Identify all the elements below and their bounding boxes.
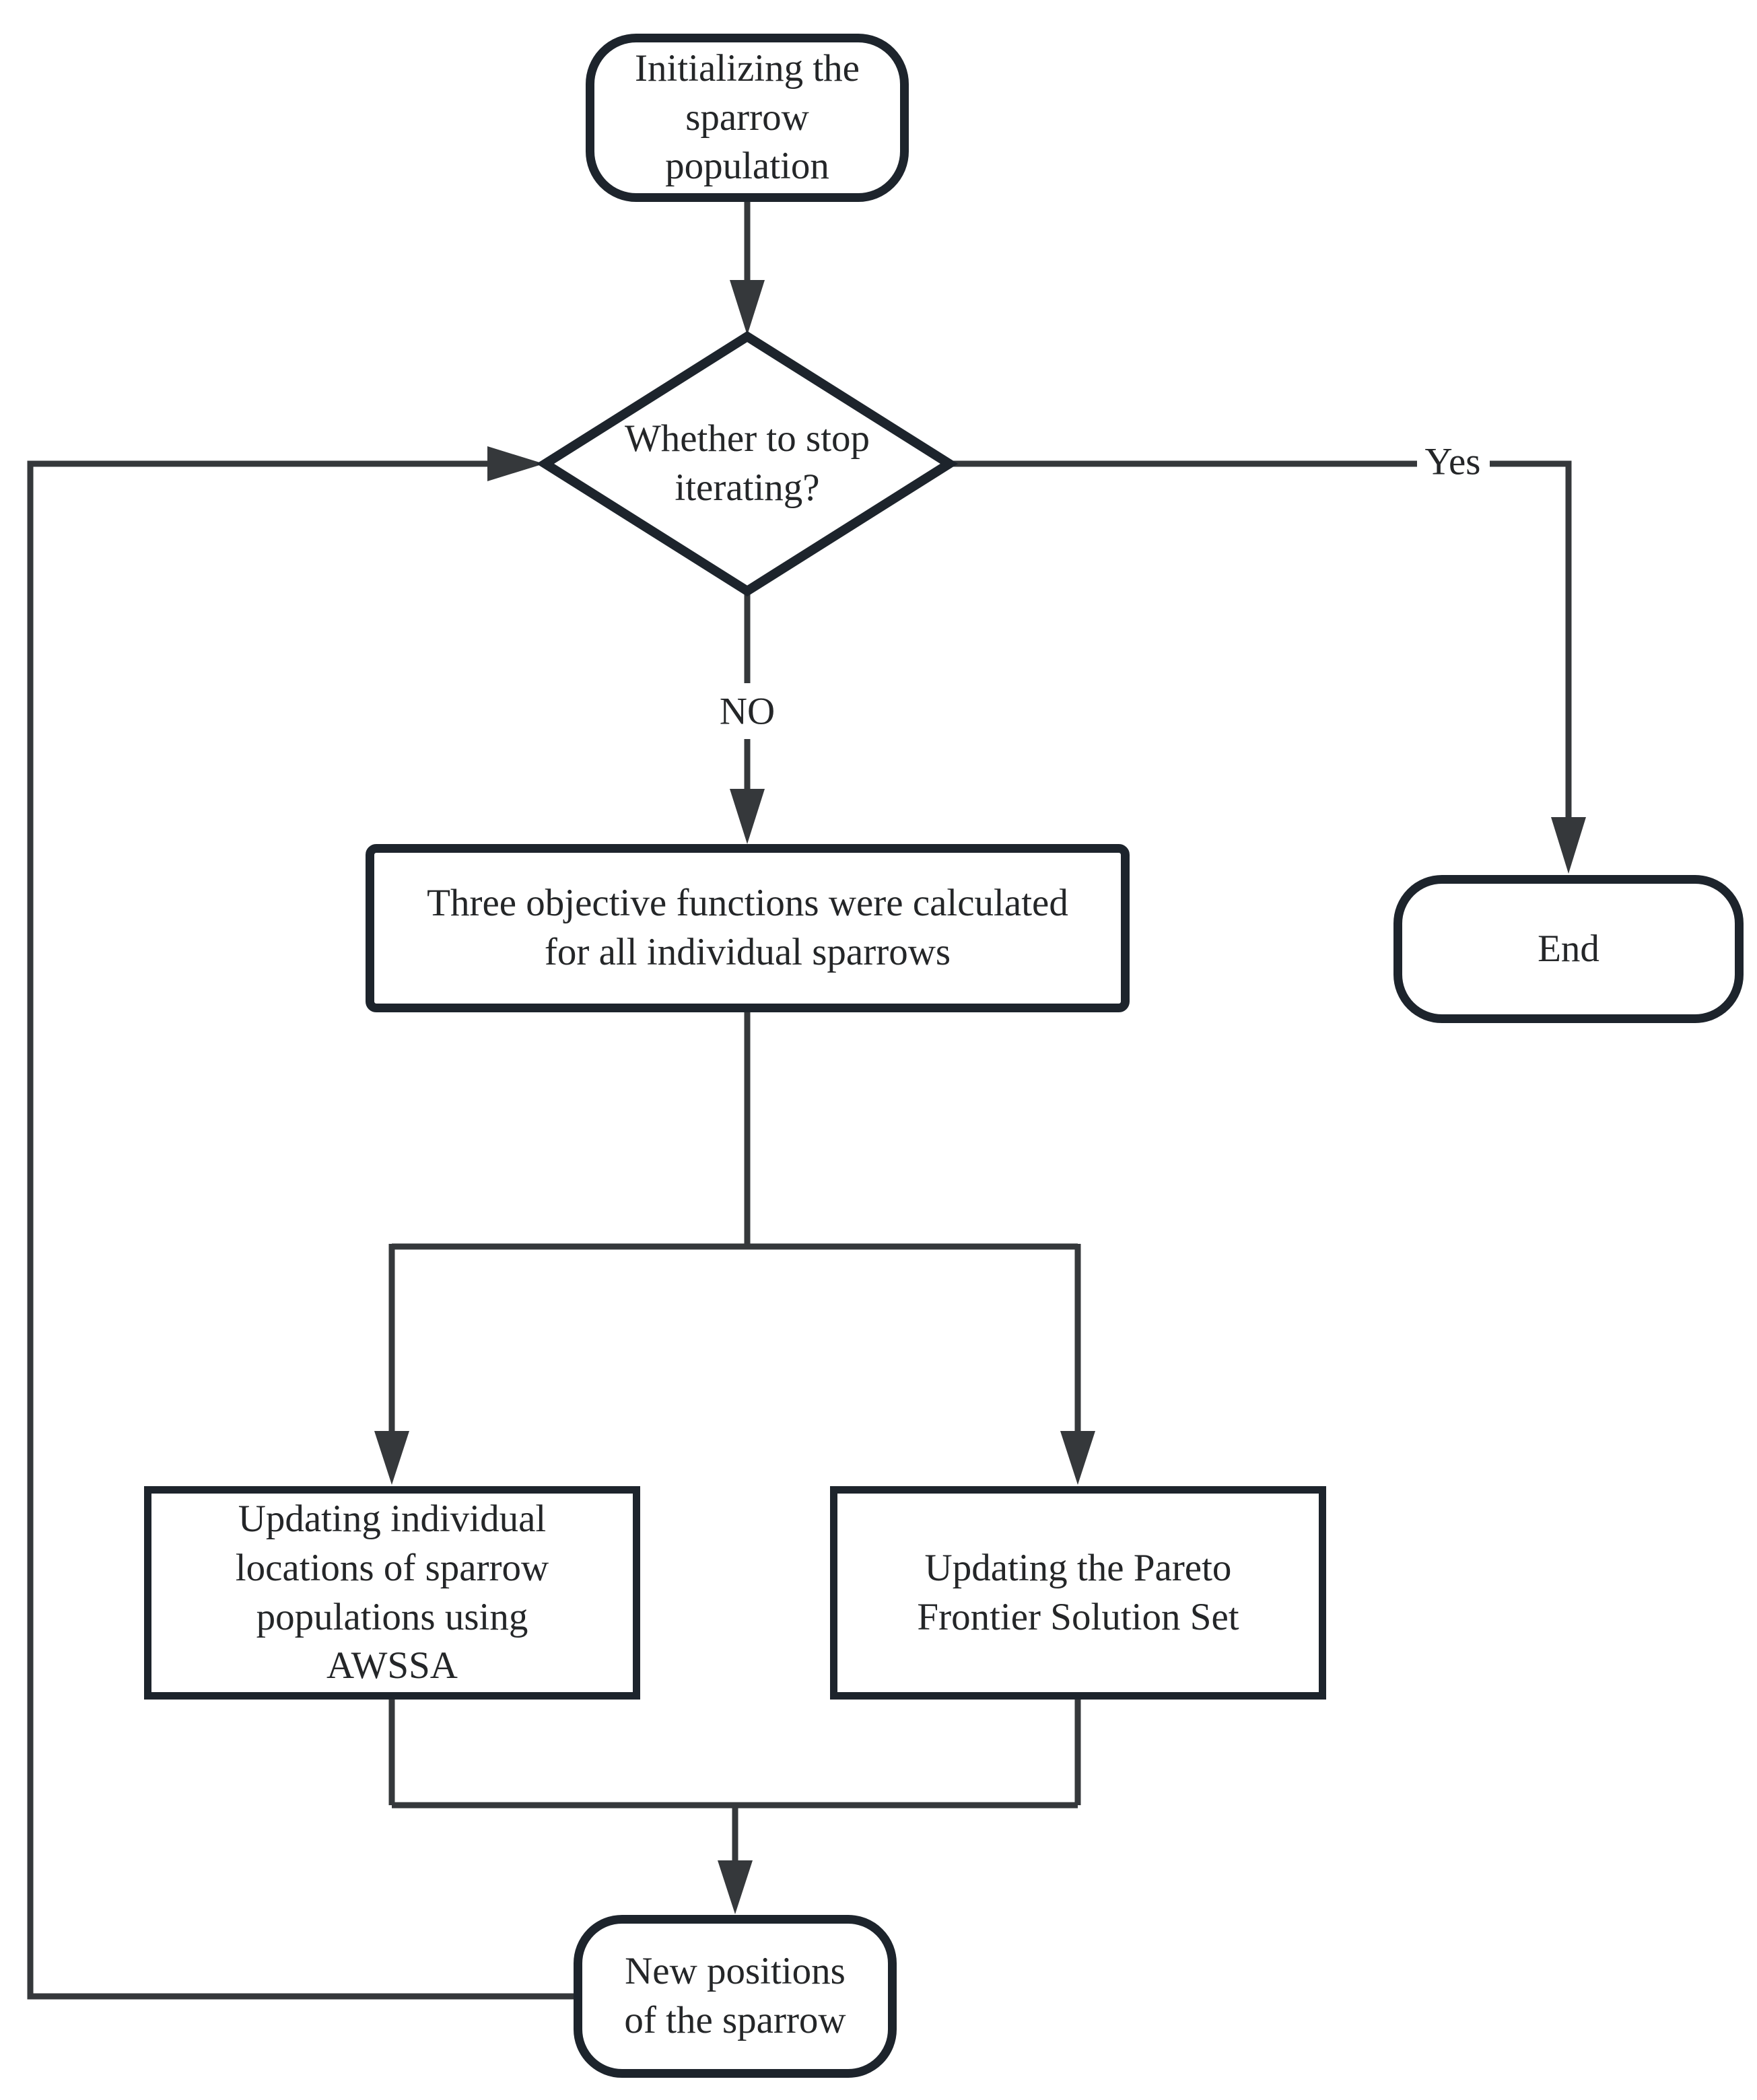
arrowhead-right-icon	[487, 446, 544, 481]
node-update-pareto: Updating the Pareto Frontier Solution Se…	[830, 1486, 1326, 1700]
node-decision-label: Whether to stop iterating?	[624, 417, 870, 509]
edge-loopback-to-decision	[27, 446, 576, 2000]
arrowhead-down-icon	[730, 789, 765, 844]
arrowhead-down-icon	[718, 1860, 753, 1914]
edge-label-no: NO	[715, 691, 780, 732]
edge-decision-to-calc-no	[730, 588, 765, 844]
edge-calc-to-split	[374, 1011, 1095, 1485]
edge-merge-to-new-positions	[388, 1698, 1081, 1914]
decision-diamond-shape	[536, 330, 959, 597]
arrowhead-down-icon	[1551, 817, 1586, 874]
arrowhead-down-icon	[1060, 1431, 1095, 1485]
arrowhead-down-icon	[374, 1431, 409, 1485]
edge-decision-to-end-yes	[948, 460, 1586, 874]
edge-label-yes: Yes	[1420, 441, 1485, 483]
edge-start-to-decision	[730, 201, 765, 335]
node-update-locations: Updating individual locations of sparrow…	[144, 1486, 640, 1700]
node-end: End	[1393, 875, 1744, 1023]
node-new-positions: New positions of the sparrow	[574, 1915, 897, 2078]
node-start: Initializing the sparrow population	[586, 34, 909, 202]
arrowhead-down-icon	[730, 280, 765, 335]
node-calc-objectives: Three objective functions were calculate…	[366, 844, 1130, 1012]
